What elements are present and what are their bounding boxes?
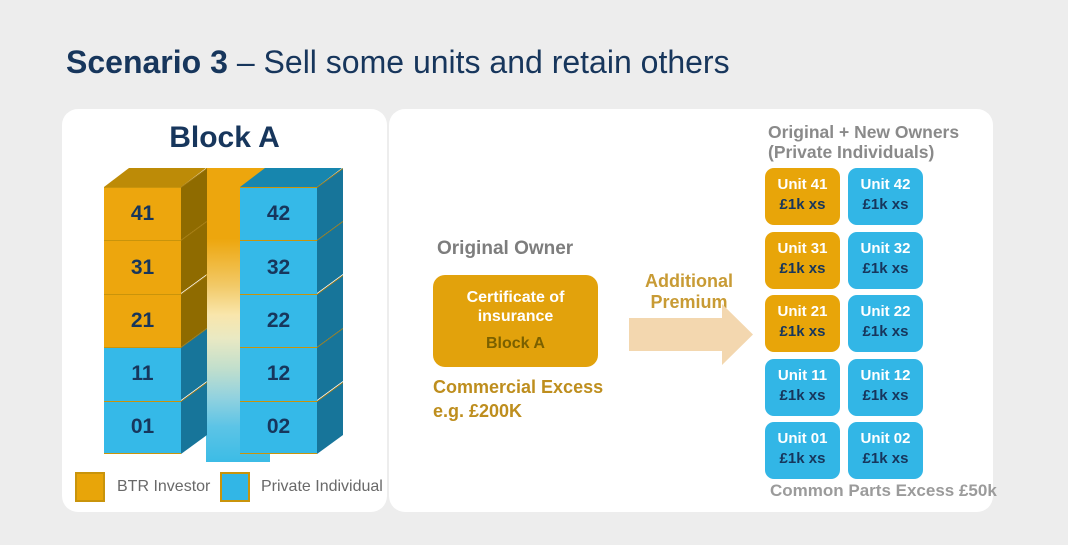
unit-card-12: Unit 12 £1k xs	[848, 358, 923, 416]
building-right-tower: 42 32 22 12 02	[240, 167, 344, 462]
block-a-panel: Block A 41 31 21 11	[62, 109, 387, 512]
unit-number: 02	[266, 415, 291, 439]
unit-card-name: Unit 21	[777, 303, 828, 320]
commercial-excess-label: Commercial Excess	[433, 377, 604, 397]
unit-number: 31	[130, 255, 155, 279]
commercial-excess-value: e.g. £200K	[433, 401, 523, 421]
unit-number: 01	[130, 415, 155, 439]
unit-card-name: Unit 01	[777, 430, 828, 447]
unit-card-name: Unit 12	[860, 366, 911, 384]
unit-card-21: Unit 21 £1k xs	[765, 295, 840, 352]
slide-title: Scenario 3– Sell some units and retain o…	[66, 44, 730, 81]
slide-title-scenario: Scenario 3	[66, 44, 228, 80]
unit-card-32: Unit 32 £1k xs	[848, 231, 923, 289]
unit-card-excess: £1k xs	[779, 196, 826, 213]
floor-front-face: 42	[240, 187, 317, 241]
unit-card-42: Unit 42 £1k xs	[848, 168, 923, 225]
new-owners-heading-line1: Original + New Owners	[768, 122, 960, 142]
unit-card-excess: £1k xs	[779, 386, 826, 404]
additional-premium-label: Additional Premium	[623, 271, 755, 313]
unit-card-name: Unit 11	[777, 366, 828, 384]
unit-card-excess: £1k xs	[779, 450, 826, 467]
certificate-of-insurance-card: Certificate of insurance Block A	[433, 275, 598, 367]
unit-card-name: Unit 02	[860, 430, 911, 447]
unit-number: 42	[266, 202, 291, 226]
certificate-subject: Block A	[486, 335, 545, 352]
private-individual-swatch	[220, 472, 250, 502]
block-a-heading: Block A	[169, 121, 280, 154]
slide-title-subtitle: – Sell some units and retain others	[236, 44, 730, 80]
floor-unit-42: 42	[240, 167, 344, 241]
floor-front-face: 21	[104, 293, 181, 348]
floor-unit-31: 31	[104, 221, 208, 294]
btr-investor-label: BTR Investor	[117, 478, 211, 495]
insurance-flow-panel: Original Owner Certificate of insurance …	[389, 109, 997, 512]
floor-front-face: 32	[240, 240, 317, 294]
unit-card-22: Unit 22 £1k xs	[848, 295, 923, 352]
building-left-tower: 41 31 21 11 01	[104, 167, 208, 462]
floor-unit-12: 12	[240, 328, 344, 401]
unit-number: 32	[266, 255, 291, 279]
right-arrow-icon	[629, 304, 753, 365]
unit-card-name: Unit 32	[860, 239, 911, 257]
new-owners-heading: Original + New Owners (Private Individua…	[768, 122, 959, 162]
unit-card-excess: £1k xs	[862, 386, 909, 404]
floor-front-face: 41	[104, 187, 181, 241]
unit-cards-grid: Unit 41 £1k xs Unit 42 £1k xs Unit 31 £1…	[765, 168, 923, 479]
certificate-title: Certificate of insurance	[466, 289, 565, 325]
floor-unit-32: 32	[240, 221, 344, 294]
common-parts-excess-note: Common Parts Excess £50k	[770, 481, 997, 500]
unit-card-name: Unit 42	[860, 176, 911, 193]
floor-front-face: 01	[104, 400, 181, 454]
floor-front-face: 02	[240, 400, 317, 454]
unit-number: 12	[266, 362, 291, 386]
unit-card-41: Unit 41 £1k xs	[765, 168, 840, 225]
unit-card-01: Unit 01 £1k xs	[765, 422, 840, 479]
unit-card-name: Unit 22	[860, 303, 911, 320]
original-owner-heading: Original Owner	[437, 238, 574, 259]
block-a-building-diagram: 41 31 21 11 01	[104, 167, 344, 464]
unit-card-excess: £1k xs	[862, 323, 909, 340]
unit-card-name: Unit 41	[777, 176, 828, 193]
unit-card-excess: £1k xs	[862, 450, 909, 467]
unit-number: 22	[266, 308, 291, 332]
unit-card-02: Unit 02 £1k xs	[848, 422, 923, 479]
floor-front-face: 11	[104, 347, 181, 401]
floor-unit-21: 21	[104, 274, 208, 348]
floor-front-face: 12	[240, 347, 317, 401]
floor-front-face: 31	[104, 240, 181, 294]
unit-card-11: Unit 11 £1k xs	[765, 358, 840, 416]
floor-unit-22: 22	[240, 274, 344, 348]
floor-unit-01: 01	[104, 381, 208, 454]
floor-unit-41: 41	[104, 167, 208, 241]
additional-premium-line1: Additional	[645, 271, 733, 291]
unit-card-excess: £1k xs	[862, 196, 909, 213]
ownership-legend: BTR Investor Private Individual	[62, 472, 387, 502]
unit-card-excess: £1k xs	[779, 323, 826, 340]
floor-front-face: 22	[240, 293, 317, 348]
unit-card-excess: £1k xs	[862, 259, 909, 277]
btr-investor-swatch	[75, 472, 105, 502]
unit-card-excess: £1k xs	[779, 259, 826, 277]
floor-unit-02: 02	[240, 381, 344, 454]
unit-card-name: Unit 31	[777, 239, 828, 257]
private-individual-label: Private Individual	[261, 478, 383, 495]
floor-unit-11: 11	[104, 328, 208, 401]
unit-card-31: Unit 31 £1k xs	[765, 231, 840, 289]
new-owners-heading-line2: (Private Individuals)	[768, 142, 935, 162]
unit-number: 21	[130, 308, 155, 332]
additional-premium-line2: Premium	[650, 292, 728, 312]
unit-number: 41	[130, 202, 155, 226]
unit-number: 11	[131, 362, 154, 386]
